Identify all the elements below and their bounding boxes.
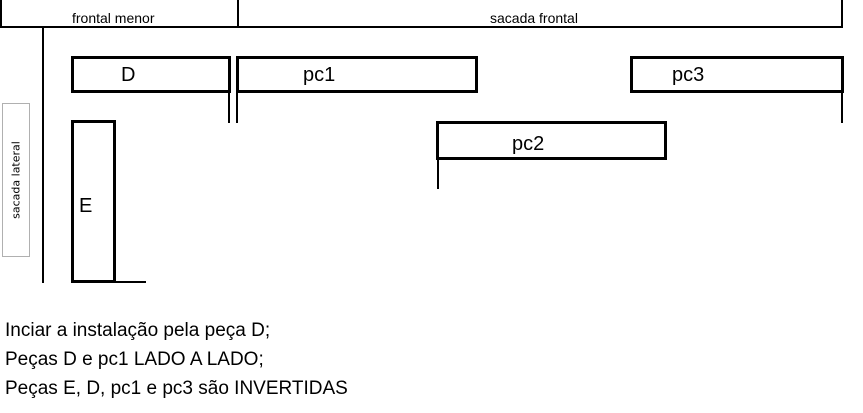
sacada-frontal-label: sacada frontal <box>490 10 578 26</box>
piece-e <box>71 120 116 283</box>
note-line-1: Inciar a instalação pela peça D; <box>5 320 271 341</box>
piece-pc2-label: pc2 <box>512 133 545 155</box>
sacada-lateral-label: sacada lateral <box>9 141 23 219</box>
piece-pc1 <box>236 56 478 93</box>
piece-d-label: D <box>121 64 136 86</box>
left-wall-line <box>42 28 44 283</box>
piece-pc3-label: pc3 <box>672 64 705 86</box>
note-line-3: Peças E, D, pc1 e pc3 são INVERTIDAS <box>5 378 348 399</box>
piece-pc2 <box>436 121 667 160</box>
piece-e-label: E <box>79 195 93 217</box>
header-bottom-line <box>0 26 843 28</box>
piece-e-base-line <box>112 281 146 283</box>
header-left-divider <box>0 0 2 28</box>
piece-pc1-label: pc1 <box>303 64 336 86</box>
header-right-divider <box>841 0 843 28</box>
piece-pc3 <box>630 56 844 93</box>
header-middle-divider <box>237 0 239 28</box>
piece-pc3-tick <box>841 90 843 123</box>
piece-pc1-tick <box>236 90 238 123</box>
piece-pc2-tick <box>437 157 439 189</box>
piece-d <box>71 56 231 93</box>
piece-d-tick <box>228 90 230 123</box>
note-line-2: Peças D e pc1 LADO A LADO; <box>5 349 264 370</box>
frontal-menor-label: frontal menor <box>72 10 155 26</box>
sacada-lateral-box: sacada lateral <box>2 103 30 257</box>
installation-notes: Inciar a instalação pela peça D; Peças D… <box>5 316 348 403</box>
